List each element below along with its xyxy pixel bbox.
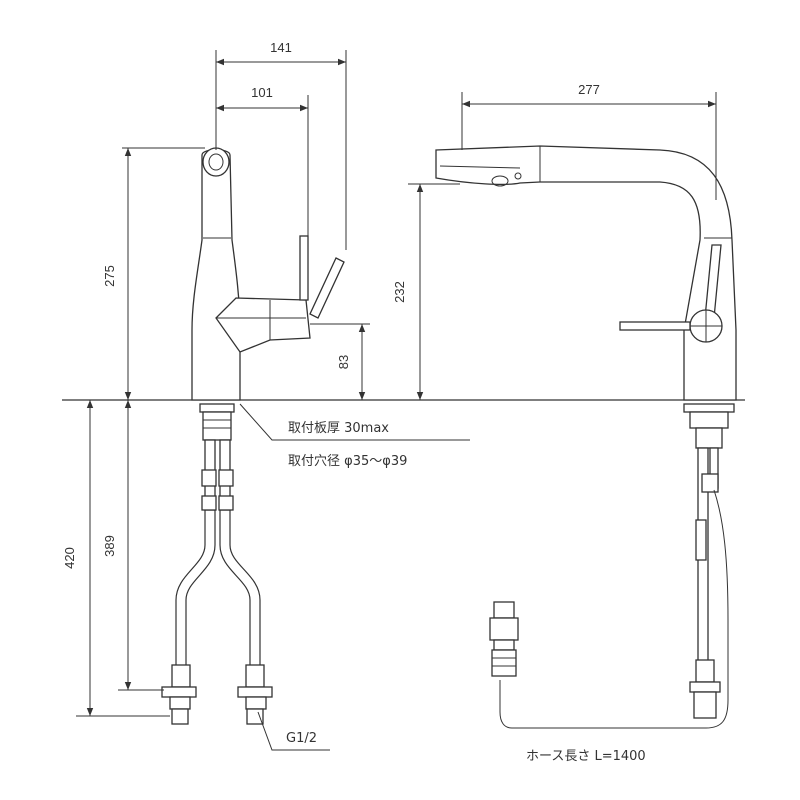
front-lever-handle	[215, 297, 311, 353]
note-thread-size: G1/2	[286, 731, 317, 746]
dim-420-label: 420	[62, 547, 77, 569]
front-supply-hose-right	[219, 510, 251, 665]
front-faucet-body	[191, 149, 241, 401]
side-lever-horizontal	[619, 321, 691, 331]
front-lever-up	[299, 235, 309, 301]
dim-277-label: 277	[578, 82, 600, 97]
hose-connector	[489, 601, 519, 677]
side-view: 277 232 ホース長さ L=1400	[392, 82, 737, 764]
note-hose-length: ホース長さ L=1400	[526, 749, 646, 764]
dim-389-label: 389	[102, 535, 117, 557]
dim-232-label: 232	[392, 281, 407, 303]
front-spout-head	[202, 147, 230, 177]
dim-101-label: 101	[251, 85, 273, 100]
front-fitting-right	[237, 664, 273, 725]
front-view: 141 101 275 83 420 389 取付板厚 30max 取付穴径 φ…	[62, 40, 470, 751]
front-supply-hose-left	[175, 510, 206, 665]
dim-141-label: 141	[270, 40, 292, 55]
dim-83-label: 83	[336, 355, 351, 369]
side-hose	[499, 489, 729, 729]
note-plate-thickness: 取付板厚 30max	[288, 421, 389, 436]
dim-275-label: 275	[102, 265, 117, 287]
note-hole-diameter: 取付穴径 φ35～φ39	[288, 454, 407, 469]
side-faucet-body	[435, 145, 737, 401]
front-fitting-left	[161, 664, 197, 725]
front-lever-tilted	[309, 257, 345, 319]
